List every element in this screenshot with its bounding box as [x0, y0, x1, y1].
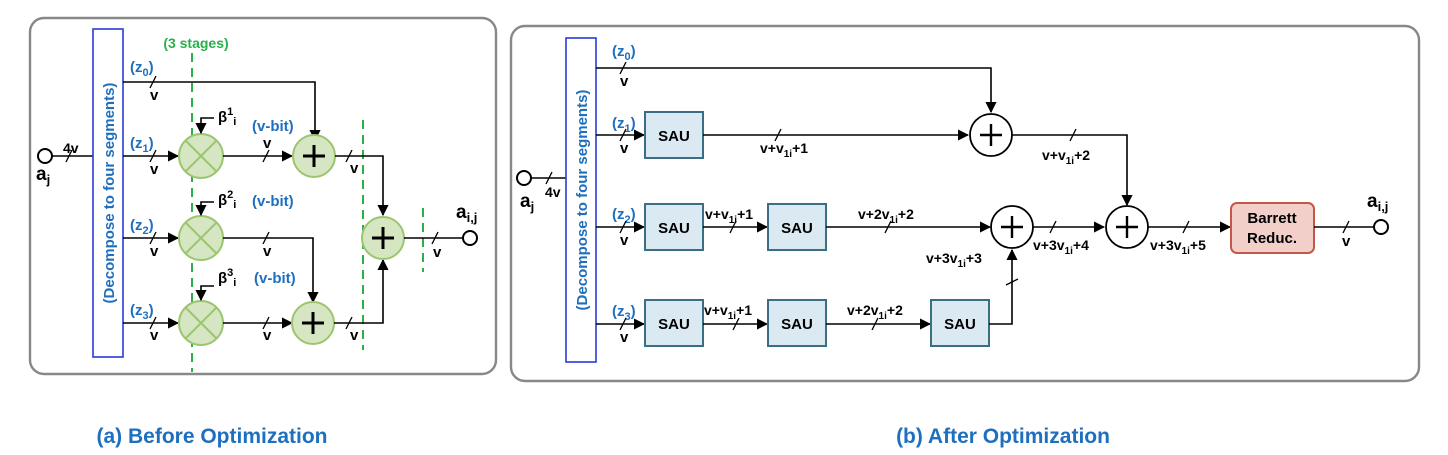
- beta-2-label: β2i: [218, 189, 236, 211]
- svg-text:v: v: [150, 243, 159, 260]
- decompose-box-b: [565, 37, 597, 363]
- input-width-label-a: 4v: [63, 140, 79, 156]
- sau-block-6: [930, 299, 990, 347]
- segment-z3-label-a: (z3): [130, 302, 154, 322]
- stages-label: (3 stages): [163, 35, 228, 51]
- panel-b: 4v aj (Decompose to four segments) (z0) …: [509, 24, 1421, 383]
- output-label-a: ai,j: [456, 202, 477, 225]
- sau-block-3: [767, 203, 827, 251]
- svg-text:v+2v1i+2: v+2v1i+2: [847, 302, 903, 322]
- svg-text:v: v: [620, 73, 629, 90]
- svg-text:4v: 4v: [545, 184, 561, 200]
- decompose-label-b: (Decompose to four segments): [574, 90, 591, 311]
- input-label-a: aj: [36, 164, 50, 187]
- input-port-a: [37, 148, 53, 164]
- svg-text:(v-bit): (v-bit): [254, 270, 296, 287]
- svg-text:SAU: SAU: [658, 128, 690, 145]
- svg-text:Barrett: Barrett: [1247, 210, 1296, 227]
- segment-z3-label-b: (z3): [612, 303, 636, 323]
- caption-a: (a) Before Optimization: [96, 425, 327, 448]
- svg-text:SAU: SAU: [658, 220, 690, 237]
- input-port-b: [516, 170, 532, 186]
- svg-text:(v-bit): (v-bit): [252, 193, 294, 210]
- svg-text:Reduc.: Reduc.: [1247, 230, 1297, 247]
- svg-text:v: v: [150, 87, 159, 104]
- svg-text:SAU: SAU: [944, 316, 976, 333]
- segment-z1-label-a: (z1): [130, 135, 154, 155]
- svg-text:v+v1i+2: v+v1i+2: [1042, 147, 1090, 167]
- output-port-a: [462, 230, 478, 246]
- segment-z2-label-b: (z2): [612, 206, 636, 226]
- beta-3-label: β3i: [218, 267, 236, 289]
- svg-text:(v-bit): (v-bit): [252, 118, 294, 135]
- svg-text:v: v: [620, 232, 629, 249]
- panel-a: 4v aj (Decompose to four segments) (3 st…: [28, 16, 498, 376]
- svg-text:v: v: [620, 140, 629, 157]
- decompose-label-a: (Decompose to four segments): [101, 83, 118, 304]
- beta-1-label: β1i: [218, 106, 236, 128]
- svg-text:v+3v1i+4: v+3v1i+4: [1033, 237, 1089, 257]
- svg-text:v: v: [433, 244, 442, 261]
- svg-text:v: v: [263, 135, 272, 152]
- svg-text:v+v1i+1: v+v1i+1: [760, 140, 808, 160]
- sau-block-1: [644, 111, 704, 159]
- sau-block-2: [644, 203, 704, 251]
- segment-z0-label-b: (z0): [612, 43, 636, 63]
- svg-text:v+v1i+1: v+v1i+1: [704, 302, 752, 322]
- svg-text:v+3v1i+3: v+3v1i+3: [926, 250, 982, 270]
- svg-text:v: v: [350, 327, 359, 344]
- sau-block-4: [644, 299, 704, 347]
- svg-text:v+2v1i+2: v+2v1i+2: [858, 206, 914, 226]
- svg-text:SAU: SAU: [781, 316, 813, 333]
- output-port-b: [1373, 219, 1389, 235]
- svg-text:v+v1i+1: v+v1i+1: [705, 206, 753, 226]
- svg-text:v+3v1i+5: v+3v1i+5: [1150, 237, 1206, 257]
- sau-block-5: [767, 299, 827, 347]
- svg-text:SAU: SAU: [658, 316, 690, 333]
- svg-text:v: v: [150, 161, 159, 178]
- svg-text:v: v: [1342, 233, 1351, 250]
- input-label-b: aj: [520, 191, 534, 214]
- svg-text:v: v: [263, 243, 272, 260]
- svg-text:v: v: [150, 327, 159, 344]
- segment-z1-label-b: (z1): [612, 115, 636, 135]
- svg-text:v: v: [350, 160, 359, 177]
- barrett-reduction-block: [1230, 202, 1315, 254]
- output-label-b: ai,j: [1367, 191, 1388, 214]
- panel-a-frame: [28, 16, 498, 376]
- svg-text:v: v: [620, 329, 629, 346]
- svg-text:v: v: [263, 327, 272, 344]
- svg-text:SAU: SAU: [781, 220, 813, 237]
- segment-z0-label-a: (z0): [130, 59, 154, 79]
- caption-b: (b) After Optimization: [896, 425, 1110, 448]
- decompose-box-a: [92, 28, 124, 358]
- segment-z2-label-a: (z2): [130, 217, 154, 237]
- panel-b-frame: [509, 24, 1421, 383]
